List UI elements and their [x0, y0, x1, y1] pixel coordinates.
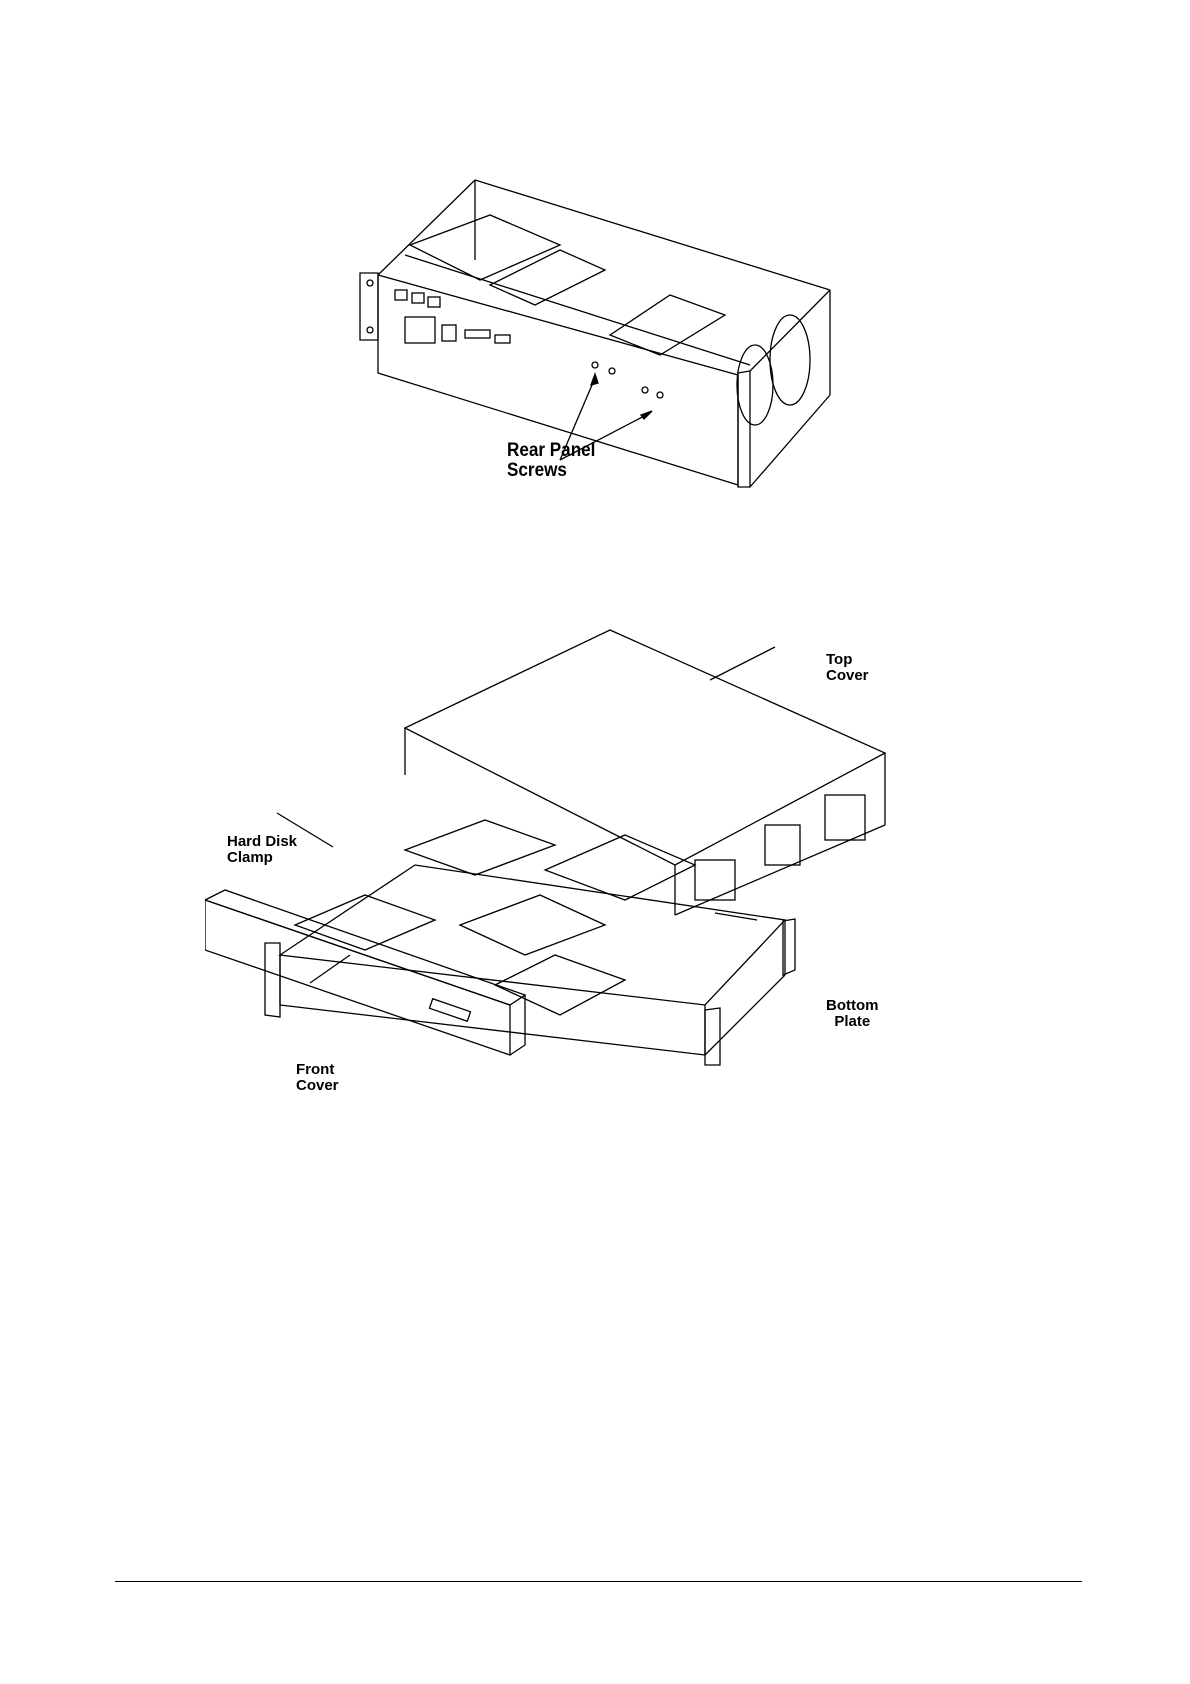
callout-line-1: Hard Disk: [227, 834, 297, 850]
chassis-rear-panel-figure: [350, 175, 850, 495]
footer-divider: [115, 1581, 1082, 1582]
callout-line-1: Rear Panel: [507, 441, 595, 461]
bottom-plate-callout: Bottom Plate: [826, 998, 879, 1030]
chassis-line-drawing: [350, 175, 850, 495]
callout-line-1: Bottom: [826, 998, 879, 1014]
callout-line-2: Screws: [507, 461, 595, 481]
callout-line-1: Top: [826, 652, 869, 668]
callout-line-2: Clamp: [227, 850, 297, 866]
callout-line-1: Front: [296, 1062, 339, 1078]
rear-panel-screws-callout: Rear Panel Screws: [507, 441, 595, 481]
hard-disk-clamp-callout: Hard Disk Clamp: [227, 834, 297, 866]
top-cover-callout: Top Cover: [826, 652, 869, 684]
callout-line-2: Cover: [826, 668, 869, 684]
callout-line-2: Cover: [296, 1078, 339, 1094]
callout-line-2: Plate: [826, 1014, 879, 1030]
front-cover-callout: Front Cover: [296, 1062, 339, 1094]
